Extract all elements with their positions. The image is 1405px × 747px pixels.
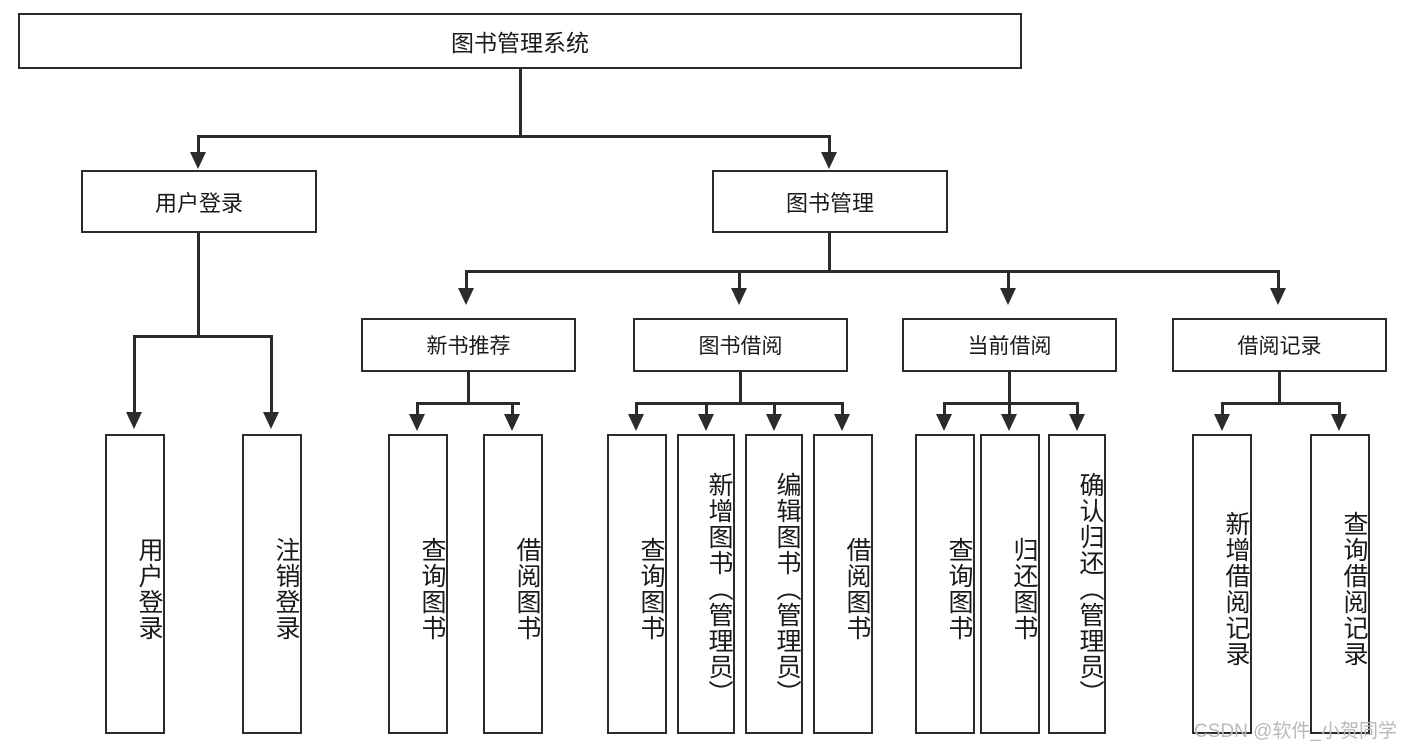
node-label: 新增借阅记录	[1222, 511, 1250, 667]
arrowhead-current-confirm-return	[1069, 414, 1085, 431]
leaf-borrow-add-book[interactable]: 新增图书（管理员）	[677, 434, 735, 734]
arrowhead-recommend-query-book	[409, 414, 425, 431]
connector-user-login-bus	[133, 335, 270, 338]
leaf-borrow-edit-book[interactable]: 编辑图书（管理员）	[745, 434, 803, 734]
leaf-recommend-query-book[interactable]: 查询图书	[388, 434, 448, 734]
connector-borrow-drop-3	[773, 402, 776, 418]
arrowhead-borrow-edit-book	[766, 414, 782, 431]
arrowhead-borrow-query-book	[628, 414, 644, 431]
connector-recommend-stem	[467, 372, 470, 404]
node-label: 图书管理	[785, 190, 874, 216]
leaf-record-query[interactable]: 查询借阅记录	[1310, 434, 1370, 734]
arrowhead-current-borrow	[1000, 288, 1016, 305]
arrowhead-user-login	[190, 152, 206, 169]
node-label: 查询图书	[637, 537, 665, 641]
arrowhead-current-return-book	[1001, 414, 1017, 431]
connector-book-mgmt-drop-1	[465, 270, 468, 290]
connector-borrow-drop-1	[635, 402, 638, 418]
connector-current-drop-3	[1076, 402, 1079, 418]
leaf-record-add[interactable]: 新增借阅记录	[1192, 434, 1252, 734]
node-label: 查询图书	[945, 537, 973, 641]
csdn-watermark: CSDN @软件_小贺同学	[1194, 721, 1397, 742]
leaf-current-query-book[interactable]: 查询图书	[915, 434, 975, 734]
connector-root-bus	[197, 135, 831, 138]
connector-book-mgmt-bus	[465, 270, 1280, 273]
connector-borrow-drop-4	[841, 402, 844, 418]
node-book-management[interactable]: 图书管理	[712, 170, 948, 233]
node-label: 查询借阅记录	[1340, 511, 1368, 667]
connector-root-stem	[519, 69, 522, 137]
connector-current-stem	[1008, 372, 1011, 404]
arrowhead-leaf-logout	[263, 412, 279, 429]
connector-record-drop-1	[1221, 402, 1224, 418]
leaf-recommend-borrow-book[interactable]: 借阅图书	[483, 434, 543, 734]
connector-book-mgmt-stem	[828, 233, 831, 272]
connector-user-login-drop-2	[270, 335, 273, 415]
connector-user-login-stem	[197, 233, 200, 337]
connector-recommend-drop-2	[511, 402, 514, 418]
node-label: 确认归还（管理员）	[1076, 472, 1104, 706]
node-label: 注销登录	[272, 537, 300, 641]
arrowhead-current-query-book	[936, 414, 952, 431]
connector-root-to-user-login	[197, 135, 200, 155]
leaf-logout[interactable]: 注销登录	[242, 434, 302, 734]
arrowhead-borrow-add-book	[698, 414, 714, 431]
node-new-book-recommend[interactable]: 新书推荐	[361, 318, 576, 372]
node-label: 归还图书	[1010, 537, 1038, 641]
arrowhead-book-mgmt	[821, 152, 837, 169]
arrowhead-leaf-user-login	[126, 412, 142, 429]
connector-book-mgmt-drop-4	[1277, 270, 1280, 290]
connector-current-drop-1	[943, 402, 946, 418]
node-label: 新增图书（管理员）	[705, 472, 733, 706]
connector-book-mgmt-drop-2	[738, 270, 741, 290]
node-label: 新书推荐	[426, 335, 511, 358]
node-label: 用户登录	[154, 190, 243, 216]
connector-record-drop-2	[1338, 402, 1341, 418]
node-label: 编辑图书（管理员）	[773, 472, 801, 706]
connector-record-bus	[1221, 402, 1340, 405]
node-current-borrow[interactable]: 当前借阅	[902, 318, 1117, 372]
connector-root-to-book-mgmt	[828, 135, 831, 155]
leaf-current-return-book[interactable]: 归还图书	[980, 434, 1040, 734]
arrowhead-new-book-recommend	[458, 288, 474, 305]
connector-current-drop-2	[1008, 402, 1011, 418]
node-label: 查询图书	[418, 537, 446, 641]
leaf-borrow-query-book[interactable]: 查询图书	[607, 434, 667, 734]
connector-borrow-drop-2	[705, 402, 708, 418]
node-label: 图书管理系统	[451, 30, 589, 56]
arrowhead-record-query	[1331, 414, 1347, 431]
node-label: 图书借阅	[698, 335, 783, 358]
arrowhead-borrow-record	[1270, 288, 1286, 305]
connector-user-login-drop-1	[133, 335, 136, 415]
node-user-login[interactable]: 用户登录	[81, 170, 317, 233]
node-label: 借阅图书	[513, 537, 541, 641]
connector-recommend-bus	[416, 402, 520, 405]
arrowhead-recommend-borrow-book	[504, 414, 520, 431]
arrowhead-book-borrow	[731, 288, 747, 305]
arrowhead-borrow-lend-book	[834, 414, 850, 431]
connector-borrow-bus	[635, 402, 843, 405]
connector-book-mgmt-drop-3	[1007, 270, 1010, 290]
connector-borrow-stem	[739, 372, 742, 404]
node-borrow-record[interactable]: 借阅记录	[1172, 318, 1387, 372]
connector-record-stem	[1278, 372, 1281, 404]
arrowhead-record-add	[1214, 414, 1230, 431]
node-root-system[interactable]: 图书管理系统	[18, 13, 1022, 69]
leaf-borrow-lend-book[interactable]: 借阅图书	[813, 434, 873, 734]
node-label: 用户登录	[135, 537, 163, 641]
node-book-borrow[interactable]: 图书借阅	[633, 318, 848, 372]
leaf-user-login[interactable]: 用户登录	[105, 434, 165, 734]
node-label: 借阅记录	[1237, 335, 1322, 358]
node-label: 当前借阅	[967, 335, 1052, 358]
leaf-current-confirm-return[interactable]: 确认归还（管理员）	[1048, 434, 1106, 734]
node-label: 借阅图书	[843, 537, 871, 641]
connector-recommend-drop-1	[416, 402, 419, 418]
